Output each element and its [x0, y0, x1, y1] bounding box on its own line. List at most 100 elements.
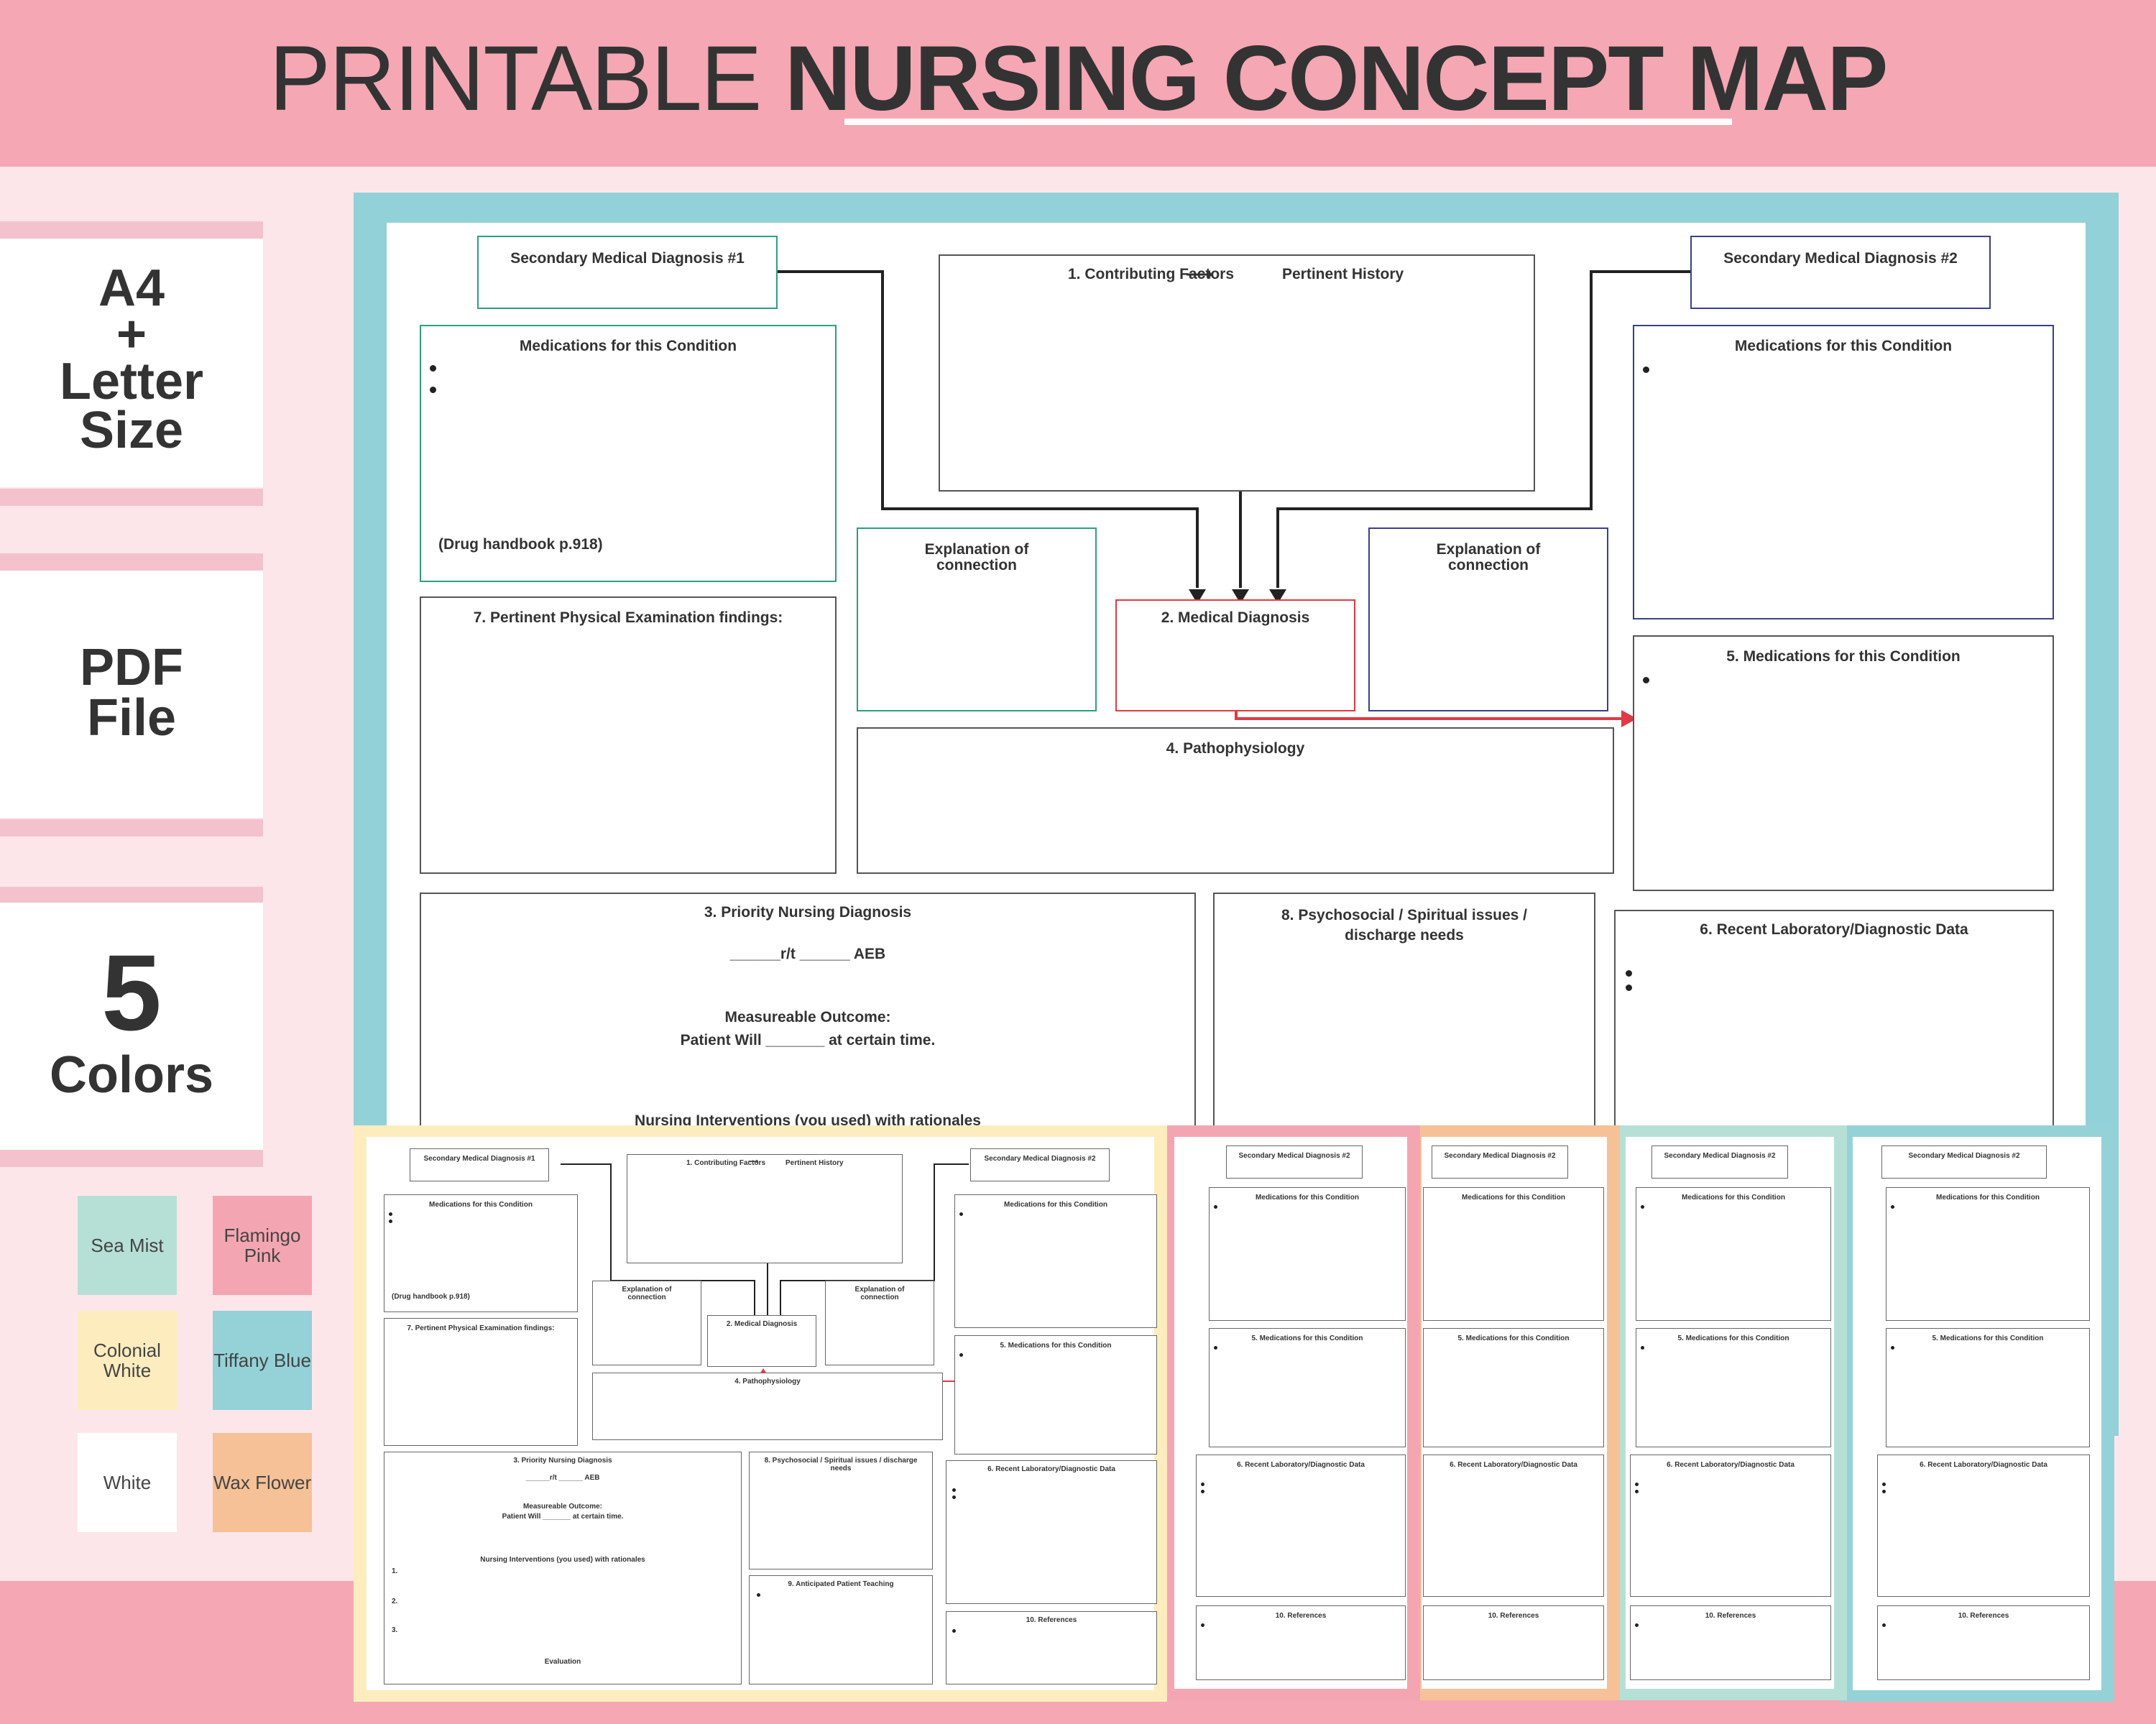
secondary-diagnosis-2-box[interactable]: Secondary Medical Diagnosis #2 [1690, 236, 1991, 309]
file-line-2: File [86, 689, 177, 747]
bullet [1641, 1205, 1644, 1209]
colors-label: Colors [49, 1046, 214, 1104]
rt-aeb-line: ______r/t ______ AEB [729, 946, 886, 962]
explanation-label: Explanation of connection [622, 1286, 672, 1301]
medications-5-label: 5. Medications for this Condition [1251, 1335, 1363, 1342]
psychosocial-label: 8. Psychosocial / Spiritual issues / dis… [1281, 907, 1527, 944]
colors-number: 5 [101, 932, 162, 1053]
medications-box-right[interactable]: Medications for this Condition [1633, 325, 2054, 619]
physical-exam-box[interactable]: 7. Pertinent Physical Examination findin… [420, 596, 837, 874]
medications-5-box: 5. Medications for this Condition [1423, 1328, 1604, 1447]
explanation-box-left: Explanation of connection [592, 1281, 701, 1365]
medications-label: Medications for this Condition [1004, 1201, 1107, 1209]
psychosocial-box: 8. Psychosocial / Spiritual issues / dis… [749, 1452, 933, 1569]
secondary-diagnosis-2-label: Secondary Medical Diagnosis #2 [1238, 1152, 1350, 1160]
pathophysiology-box: 4. Pathophysiology [592, 1373, 943, 1440]
patient-will-line: Patient Will _______ at certain time. [502, 1513, 624, 1521]
bullet [1201, 1623, 1204, 1627]
rt-aeb-line: ______r/t ______ AEB [525, 1474, 600, 1482]
sheet-tiffany-blue: Secondary Medical Diagnosis #2 Medicatio… [1840, 1125, 2114, 1702]
priority-diagnosis-box: 3. Priority Nursing Diagnosis ______r/t … [384, 1452, 742, 1684]
secondary-diagnosis-2-label: Secondary Medical Diagnosis #2 [1723, 250, 1958, 267]
tab-stripe [0, 553, 263, 571]
explanation-box-left[interactable]: Explanation of connection [857, 527, 1097, 711]
secondary-diagnosis-1-label: Secondary Medical Diagnosis #1 [423, 1155, 535, 1163]
tab-stripe [0, 887, 263, 904]
contributing-factors-box[interactable]: 1. Contributing Factors ⟶ Pertinent Hist… [939, 254, 1535, 492]
medications-label: Medications for this Condition [519, 338, 737, 354]
secondary-diagnosis-1-label: Secondary Medical Diagnosis #1 [510, 250, 745, 267]
bullet [952, 1488, 956, 1492]
medications-5-label: 5. Medications for this Condition [1726, 648, 1961, 665]
secondary-diagnosis-2-label: Secondary Medical Diagnosis #2 [1908, 1152, 2020, 1160]
bullet [959, 1353, 963, 1357]
bullet [1635, 1483, 1639, 1486]
sheet-paper: Secondary Medical Diagnosis #2 Medicatio… [1422, 1137, 1607, 1689]
physical-exam-box: 7. Pertinent Physical Examination findin… [384, 1318, 578, 1446]
explanation-box-right[interactable]: Explanation of connection [1368, 527, 1608, 711]
lab-data-label: 6. Recent Laboratory/Diagnostic Data [1920, 1461, 2047, 1469]
medical-diagnosis-label: 2. Medical Diagnosis [1161, 609, 1310, 626]
lab-data-label: 6. Recent Laboratory/Diagnostic Data [987, 1465, 1115, 1473]
pathophysiology-label: 4. Pathophysiology [1166, 740, 1305, 757]
medical-diagnosis-box: 2. Medical Diagnosis [707, 1315, 816, 1367]
bullet [389, 1220, 392, 1223]
outcome-label: Measureable Outcome: [522, 1503, 603, 1511]
medications-box: Medications for this Condition [1209, 1187, 1406, 1321]
bullet [1882, 1623, 1886, 1627]
explanation-box-right: Explanation of connection [825, 1281, 934, 1365]
lab-data-box: 6. Recent Laboratory/Diagnostic Data [1630, 1455, 1831, 1597]
pathophysiology-label: 4. Pathophysiology [734, 1378, 801, 1386]
lab-data-label: 6. Recent Laboratory/Diagnostic Data [1667, 1461, 1795, 1469]
arrow-right-icon: ⟶ [1186, 263, 1213, 285]
medical-diagnosis-box[interactable]: 2. Medical Diagnosis [1115, 599, 1355, 711]
lab-data-box: 6. Recent Laboratory/Diagnostic Data [1877, 1455, 2090, 1597]
bullet [430, 365, 436, 372]
pathophysiology-box[interactable]: 4. Pathophysiology [857, 727, 1614, 874]
lab-data-label: 6. Recent Laboratory/Diagnostic Data [1237, 1461, 1365, 1469]
secondary-diagnosis-1-box[interactable]: Secondary Medical Diagnosis #1 [477, 236, 778, 309]
bullet [1643, 367, 1649, 373]
teaching-box: 9. Anticipated Patient Teaching [749, 1575, 933, 1684]
swatch-wax-flower: Wax Flower [213, 1433, 312, 1532]
title-light: PRINTABLE [269, 27, 763, 130]
arrow-right-icon: ⟶ [748, 1158, 759, 1166]
medications-5-box[interactable]: 5. Medications for this Condition [1633, 635, 2054, 891]
pertinent-history-label: Pertinent History [786, 1159, 844, 1167]
medications-label: Medications for this Condition [1256, 1194, 1359, 1202]
title-bold: NURSING CONCEPT MAP [784, 27, 1889, 130]
sheet-paper: Secondary Medical Diagnosis #1 1. Contri… [367, 1137, 1157, 1690]
bullet [1891, 1205, 1894, 1209]
medications-label: Medications for this Condition [429, 1201, 533, 1209]
swatch-colonial-white: Colonial White [78, 1311, 177, 1410]
swatch-label: Sea Mist [91, 1235, 164, 1256]
secondary-diagnosis-2-box: Secondary Medical Diagnosis #2 [1651, 1146, 1788, 1179]
bullet [952, 1495, 956, 1499]
drug-handbook-note: (Drug handbook p.918) [438, 536, 603, 553]
bullet [1882, 1483, 1886, 1486]
lab-data-label: 6. Recent Laboratory/Diagnostic Data [1450, 1461, 1577, 1469]
bullet [389, 1212, 392, 1216]
swatch-sea-mist: Sea Mist [78, 1196, 177, 1295]
swatch-label: Colonial White [93, 1340, 161, 1381]
medications-box-right: Medications for this Condition [954, 1194, 1157, 1328]
tab-stripe [0, 221, 263, 239]
swatch-white: White [78, 1433, 177, 1532]
file-line-1: PDF [80, 639, 183, 696]
contributing-factors-label: 1. Contributing Factors [1068, 266, 1234, 282]
title-underline [844, 119, 1732, 125]
drug-handbook-note: (Drug handbook p.918) [392, 1293, 470, 1301]
medications-box: Medications for this Condition [1636, 1187, 1831, 1321]
psychosocial-label: 8. Psychosocial / Spiritual issues / dis… [764, 1457, 918, 1472]
references-box: 10. References [1877, 1605, 2090, 1680]
intervention-number: 2. [392, 1598, 398, 1605]
references-label: 10. References [1488, 1612, 1539, 1620]
tab-stripe [0, 489, 263, 506]
medications-box-left[interactable]: Medications for this Condition (Drug han… [420, 325, 837, 582]
bullet [1635, 1490, 1639, 1493]
bullet [1214, 1346, 1217, 1350]
sheet-paper: Secondary Medical Diagnosis #2 Medicatio… [1853, 1137, 2101, 1690]
size-line-2: + [116, 305, 147, 363]
header-banner [0, 0, 2156, 167]
colors-tab: 5 Colors [0, 903, 263, 1150]
